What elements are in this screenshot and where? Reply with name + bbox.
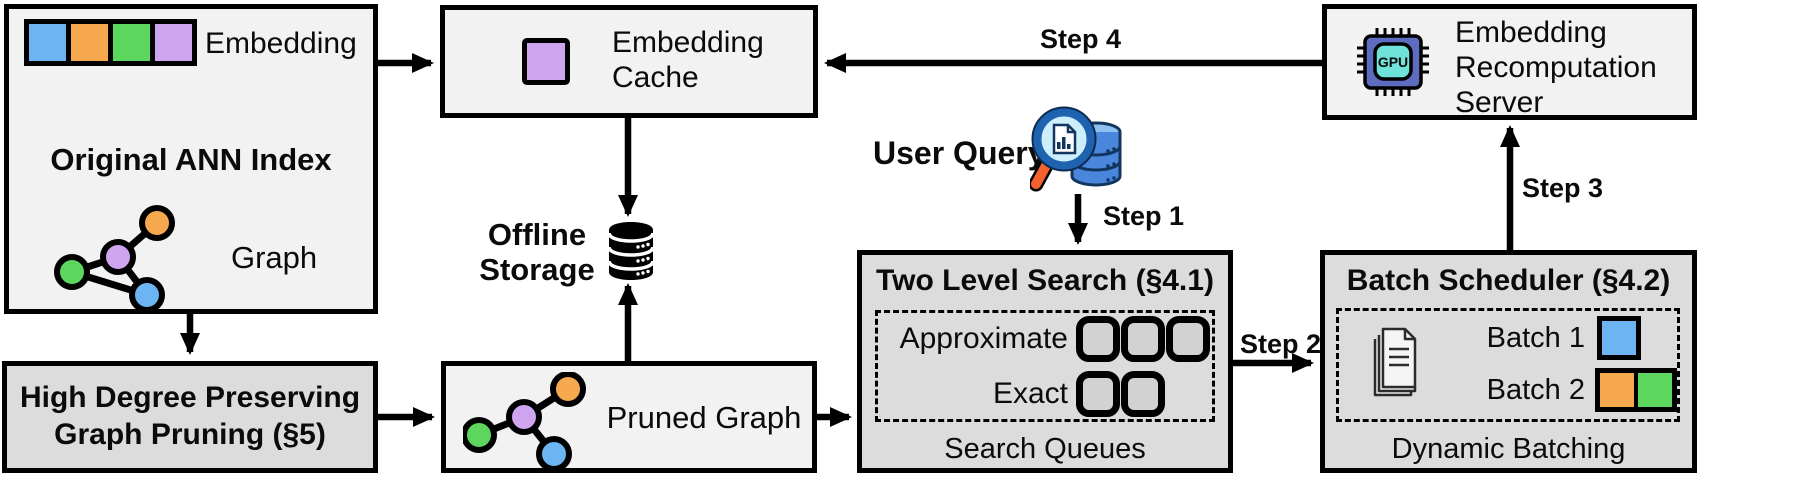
graph-node-blue	[129, 277, 165, 313]
offline-storage-database-icon	[607, 222, 655, 280]
user-query-label: User Query	[873, 135, 1046, 171]
queue-slot	[1121, 316, 1165, 362]
graph-pruning-label: High Degree Preserving Graph Pruning (§5…	[19, 381, 361, 451]
queue-slot	[1076, 371, 1120, 417]
cached-embedding-square	[522, 38, 570, 85]
exact-queue-squares	[1076, 371, 1165, 417]
batch1-label: Batch 1	[1486, 321, 1585, 354]
step3-label: Step 3	[1522, 173, 1604, 203]
queue-slot	[1166, 316, 1210, 362]
original-ann-index-box: Embedding Original ANN Index Graph	[4, 4, 378, 314]
graph-node-purple	[506, 399, 542, 435]
batch1-row: Batch 1	[1479, 315, 1641, 361]
embedding-vector	[24, 19, 197, 66]
batch2-label: Batch 2	[1486, 373, 1585, 406]
step4-label: Step 4	[1040, 24, 1122, 54]
pruned-graph-label: Pruned Graph	[606, 400, 802, 435]
embedding-cell-purple	[155, 24, 192, 61]
search-queues-panel: Approximate Exact	[875, 310, 1215, 422]
search-queues-caption: Search Queues	[944, 433, 1146, 465]
batch1-blue-square	[1597, 316, 1641, 360]
graph-node-green	[463, 417, 497, 453]
batch-scheduler-title: Batch Scheduler (§4.2)	[1346, 264, 1671, 297]
graph-node-blue	[536, 436, 572, 472]
two-level-search-title: Two Level Search (§4.1)	[876, 264, 1214, 297]
user-query-icon	[1030, 106, 1122, 192]
batch2-row: Batch 2	[1479, 367, 1677, 413]
embedding-cell-green	[113, 24, 150, 61]
two-level-search-box: Two Level Search (§4.1) Approximate Exac…	[857, 250, 1233, 473]
exact-queue-row: Exact	[878, 369, 1165, 419]
dynamic-batching-caption: Dynamic Batching	[1391, 433, 1626, 465]
batch-scheduler-box: Batch Scheduler (§4.2) Batch 1	[1320, 250, 1697, 473]
dynamic-batching-panel: Batch 1 Batch 2	[1336, 308, 1680, 422]
embedding-cell-orange	[71, 24, 108, 61]
batch2-squares	[1595, 368, 1677, 412]
exact-label: Exact	[992, 377, 1068, 410]
original-graph-illustration	[54, 205, 175, 313]
embedding-cache-label: Embedding Cache	[612, 26, 764, 94]
queries-documents-icon	[1373, 327, 1417, 397]
graph-node-orange	[550, 372, 586, 407]
step2-label: Step 2	[1240, 329, 1322, 359]
offline-storage-label: Offline Storage	[479, 217, 595, 287]
graph-pruning-box: High Degree Preserving Graph Pruning (§5…	[2, 361, 378, 473]
batch2-green-square	[1638, 373, 1672, 407]
graph-node-purple	[100, 239, 136, 275]
embedding-cell-blue	[29, 24, 66, 61]
approximate-queue-row: Approximate	[878, 314, 1210, 364]
graph-label: Graph	[231, 240, 318, 275]
gpu-chip-label: GPU	[1378, 54, 1408, 70]
embedding-cache-box: Embedding Cache	[440, 5, 818, 118]
graph-node-orange	[139, 205, 175, 241]
original-ann-index-title: Original ANN Index	[50, 142, 332, 177]
batch2-orange-square	[1600, 373, 1634, 407]
gpu-chip-icon: GPU	[1357, 28, 1429, 96]
approximate-queue-squares	[1076, 316, 1210, 362]
pruned-graph-box: Pruned Graph	[441, 361, 817, 473]
recomputation-server-label: Embedding Recomputation Server	[1455, 16, 1657, 119]
embedding-recomputation-server-box: GPU Embedding Recomputation Server	[1322, 4, 1697, 120]
step1-label: Step 1	[1103, 201, 1185, 231]
pruned-graph-illustration	[463, 372, 586, 472]
queue-slot	[1076, 316, 1120, 362]
approximate-label: Approximate	[899, 322, 1068, 355]
embedding-label: Embedding	[205, 27, 357, 60]
graph-node-green	[54, 254, 90, 290]
queue-slot	[1121, 371, 1165, 417]
